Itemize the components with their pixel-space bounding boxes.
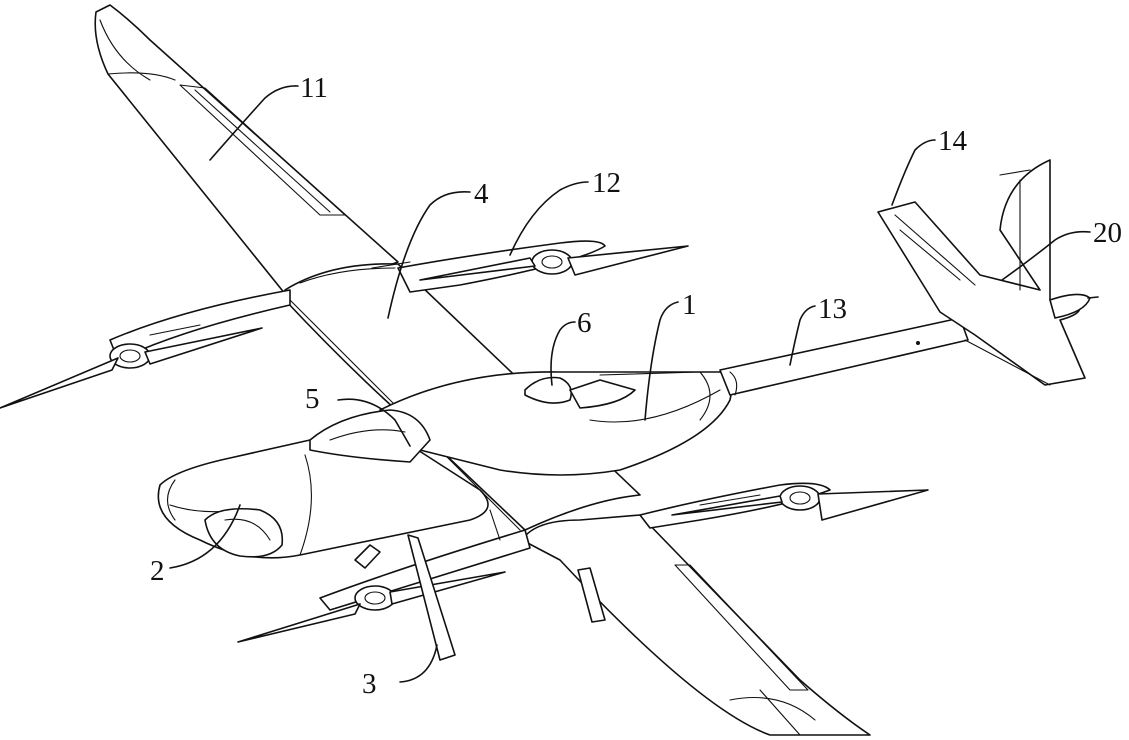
tail-surfaces: [877, 159, 1099, 386]
callout-14: 14: [938, 125, 968, 157]
nose-pod: [157, 436, 489, 559]
rotor-lower-left: [237, 571, 506, 643]
callout-20: 20: [1093, 217, 1122, 249]
callout-12: 12: [592, 167, 621, 199]
left-wing: [94, 4, 399, 301]
landing-gear: [354, 509, 606, 661]
callout-11: 11: [300, 72, 328, 104]
callout-5: 5: [305, 383, 320, 415]
callout-6: 6: [577, 307, 592, 339]
tail-boom: [719, 317, 969, 396]
rotor-right: [671, 485, 929, 521]
leader-lines: [169, 85, 1091, 683]
callout-13: 13: [818, 293, 847, 325]
callout-3: 3: [362, 668, 377, 700]
fuselage: [379, 371, 733, 476]
callout-1: 1: [682, 289, 697, 321]
right-wing: [521, 514, 871, 736]
dorsal-fairing: [524, 376, 636, 409]
canopy: [309, 409, 431, 463]
callout-4: 4: [474, 178, 489, 210]
reference-numerals: 1 2 3 4 5 6 11 12 13 14 20: [150, 72, 1122, 700]
callout-2: 2: [150, 555, 165, 587]
rotor-upper: [419, 245, 689, 281]
rotor-left: [0, 327, 263, 409]
